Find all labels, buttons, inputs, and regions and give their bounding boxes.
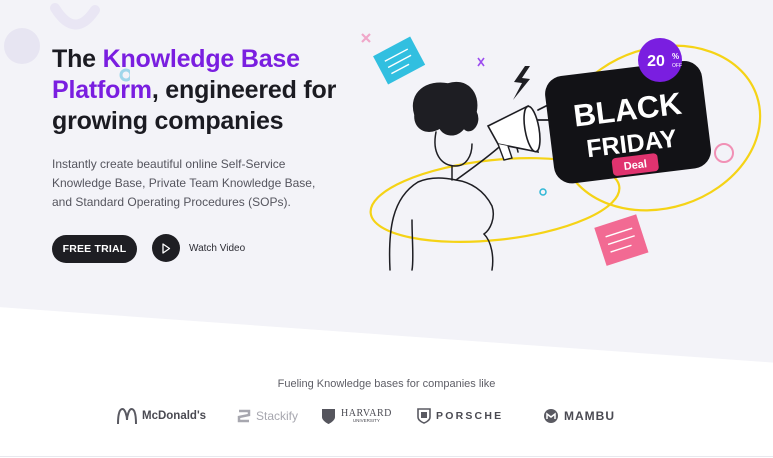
play-icon [152, 234, 180, 262]
golden-arches-icon [117, 408, 137, 424]
hero-headline: The Knowledge Base Platform, engineered … [52, 44, 382, 137]
sparkle-icon [361, 33, 371, 43]
promo-discount-unit: % [672, 52, 679, 61]
megaphone-icon [486, 104, 541, 161]
mambu-text: MAMBU [564, 409, 615, 423]
customer-logos: McDonald's Stackify HARVARD UNIVERSITY P… [117, 403, 623, 429]
mambu-mark-icon [544, 409, 558, 423]
hero-subtext: Instantly create beautiful online Self-S… [52, 157, 316, 209]
free-trial-button[interactable]: FREE TRIAL [52, 235, 137, 263]
harvard-text: HARVARD [341, 407, 392, 419]
watch-video-label: Watch Video [189, 242, 246, 254]
harvard-subtext: UNIVERSITY [352, 417, 380, 423]
headline-accent: Knowledge Base Platform [52, 45, 300, 104]
stackify-logo: Stackify [237, 403, 321, 429]
headline-suffix: , engineered for growing companies [52, 76, 337, 135]
lightning-icon [513, 66, 530, 100]
headline-prefix: The [52, 45, 103, 73]
stackify-mark-icon [237, 409, 251, 423]
harvard-shield-icon [322, 408, 335, 424]
porsche-text: PORSCHE [436, 410, 504, 422]
mambu-logo: MAMBU [543, 403, 623, 429]
promo-tag: Deal [623, 158, 648, 173]
promo-discount-suffix: OFF [672, 63, 682, 69]
promo-discount: 20 [647, 53, 665, 70]
harvard-logo: HARVARD UNIVERSITY [321, 403, 417, 429]
mcdonalds-logo: McDonald's [117, 403, 237, 429]
mcdonalds-text: McDonald's [142, 410, 207, 422]
stackify-text: Stackify [256, 409, 299, 423]
decorative-shapes [4, 3, 130, 82]
porsche-crest-icon [417, 408, 431, 424]
porsche-logo: PORSCHE [417, 403, 543, 429]
watch-video-button[interactable]: Watch Video [152, 233, 245, 263]
trust-label: Fueling Knowledge bases for companies li… [277, 378, 496, 390]
section-divider [0, 456, 773, 457]
hero-illustration: BLACK FRIDAY Deal 20 % OFF [361, 33, 762, 271]
